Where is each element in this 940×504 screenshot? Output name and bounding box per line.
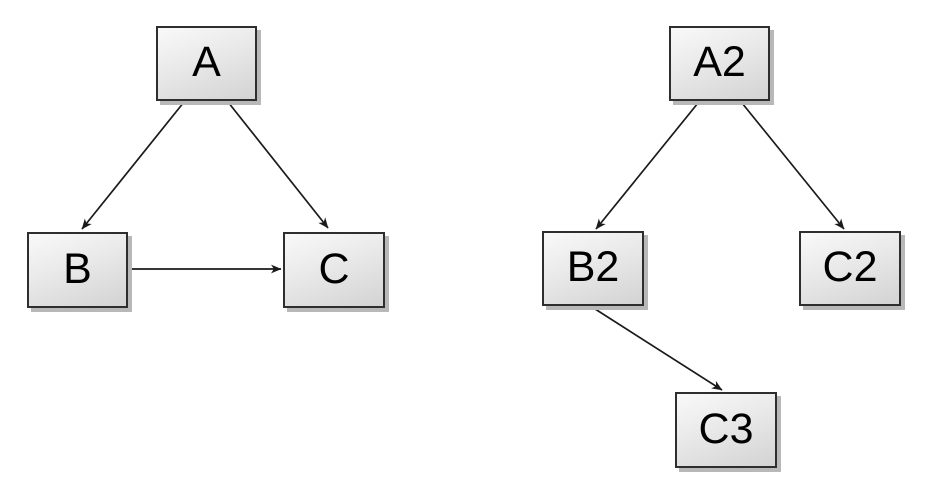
node-C2[interactable]: C2: [799, 231, 901, 306]
edge-B2-C3: [591, 306, 723, 391]
node-C3[interactable]: C3: [675, 392, 777, 468]
node-label: A2: [693, 38, 746, 86]
edge-A-B: [81, 101, 185, 230]
node-label: A: [192, 38, 221, 86]
edge-A2-B2: [595, 102, 699, 230]
node-A[interactable]: A: [156, 26, 257, 101]
node-label: C3: [698, 404, 754, 453]
edge-A-C: [227, 101, 329, 229]
node-label: C2: [822, 243, 878, 291]
node-label: C: [318, 244, 350, 293]
node-label: B: [63, 244, 92, 293]
edge-A2-C2: [741, 102, 845, 230]
node-C[interactable]: C: [283, 232, 385, 308]
node-label: B2: [566, 243, 620, 291]
node-A2[interactable]: A2: [669, 26, 770, 101]
node-B[interactable]: B: [27, 232, 128, 308]
node-B2[interactable]: B2: [542, 231, 644, 306]
